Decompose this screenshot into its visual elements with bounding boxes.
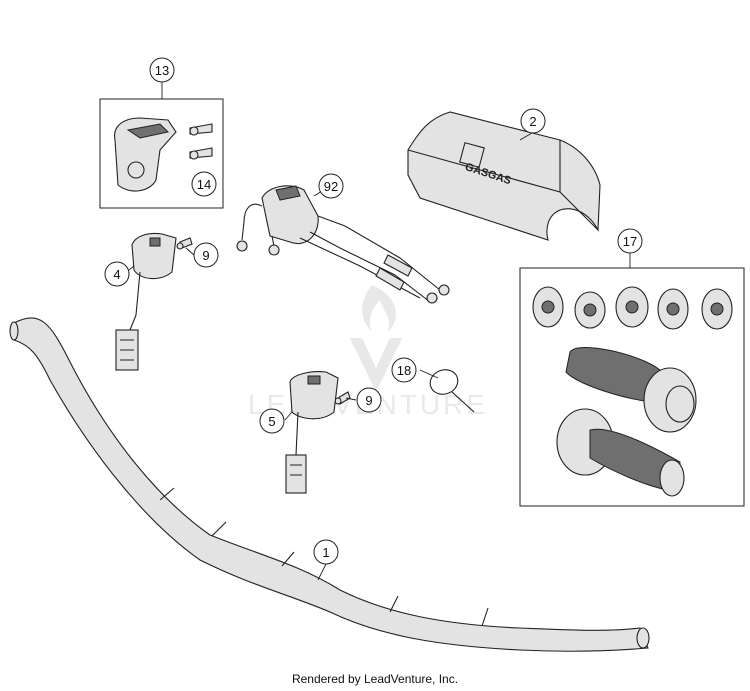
svg-text:9: 9: [365, 393, 372, 408]
svg-text:17: 17: [623, 234, 637, 249]
flame-v-logo: [350, 285, 402, 392]
clamp-kit-box: [99, 98, 224, 209]
callout-9-upper: 9: [193, 242, 219, 268]
callout-92: 92: [318, 173, 344, 199]
svg-text:9: 9: [202, 248, 209, 263]
callout-4: 4: [104, 261, 130, 287]
callout-1: 1: [313, 539, 339, 565]
cable-tie-part: [429, 369, 475, 413]
throttle-assembly-part: [236, 185, 450, 304]
handlebar-pad-part: GASGAS: [407, 111, 601, 241]
grip-kit-box: [519, 267, 745, 507]
callout-5: 5: [259, 408, 285, 434]
svg-text:5: 5: [268, 414, 275, 429]
svg-text:2: 2: [529, 114, 536, 129]
callout-14: 14: [191, 171, 217, 197]
callout-17: 17: [617, 228, 643, 254]
right-switch-part: [285, 371, 339, 494]
screw-part-a: [176, 237, 193, 250]
callout-13: 13: [149, 57, 175, 83]
footer-credit: Rendered by LeadVenture, Inc.: [291, 672, 459, 686]
callout-9-lower: 9: [356, 387, 382, 413]
svg-text:14: 14: [197, 177, 211, 192]
svg-text:18: 18: [397, 363, 411, 378]
callout-2: 2: [520, 108, 546, 134]
svg-text:1: 1: [322, 545, 329, 560]
svg-text:13: 13: [155, 63, 169, 78]
svg-text:92: 92: [324, 179, 338, 194]
svg-text:4: 4: [113, 267, 120, 282]
callout-18: 18: [391, 357, 417, 383]
left-switch-part: [115, 232, 177, 371]
handlebar-part: [9, 317, 650, 652]
